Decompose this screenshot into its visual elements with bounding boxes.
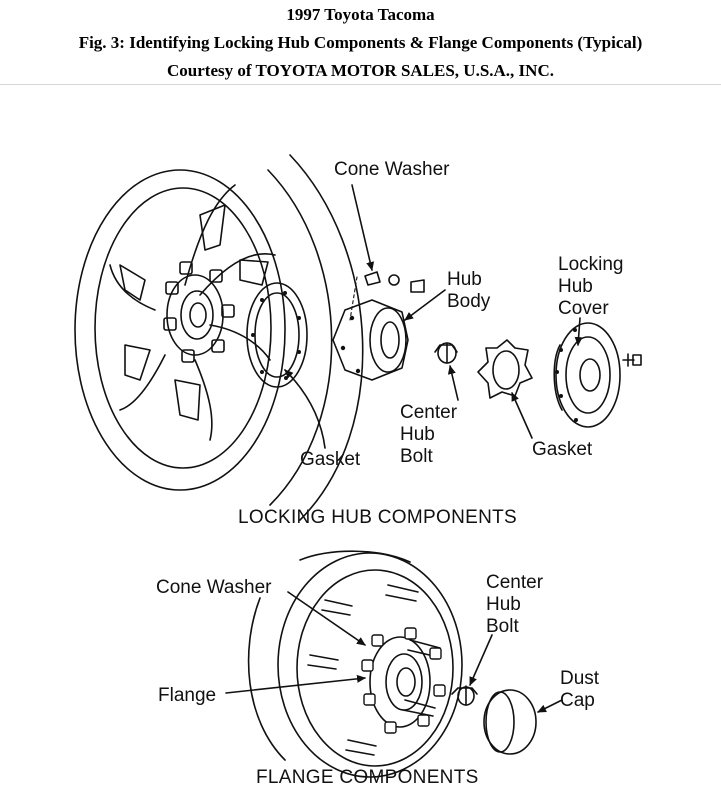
section-title-flange: FLANGE COMPONENTS bbox=[256, 767, 479, 788]
center-hub-bolt-drawing bbox=[434, 342, 458, 364]
locking-hub-cover-drawing bbox=[553, 322, 642, 428]
label-cover-line3: Cover bbox=[558, 298, 609, 319]
cover-leader bbox=[574, 317, 583, 346]
section-title-locking-hub: LOCKING HUB COMPONENTS bbox=[238, 507, 517, 528]
label-cover-line1: Locking bbox=[558, 254, 624, 275]
flange-center-bolt-drawing bbox=[451, 685, 478, 706]
figure-caption: Fig. 3: Identifying Locking Hub Componen… bbox=[78, 33, 643, 52]
dust-cap-drawing bbox=[483, 689, 537, 755]
dust-cap-leader bbox=[537, 699, 563, 713]
vehicle-title: 1997 Toyota Tacoma bbox=[286, 5, 435, 24]
label-gasket-right: Gasket bbox=[532, 439, 593, 460]
label-flange: Flange bbox=[158, 685, 216, 706]
brake-disc-drawing bbox=[247, 550, 463, 778]
hub-body-leader bbox=[404, 289, 446, 321]
label-dust-cap-line1: Dust bbox=[560, 668, 600, 689]
hub-body-drawing bbox=[332, 271, 425, 381]
flange-drawing bbox=[361, 627, 446, 734]
label-gasket-left: Gasket bbox=[300, 449, 361, 470]
figure-credit: Courtesy of TOYOTA MOTOR SALES, U.S.A., … bbox=[167, 61, 554, 80]
label-center-bolt-line1: Center bbox=[400, 402, 458, 423]
label-flange-center-bolt-line3: Bolt bbox=[486, 616, 519, 637]
label-flange-center-bolt-line1: Center bbox=[486, 572, 544, 593]
center-bolt-leader bbox=[447, 365, 459, 401]
cone-washer-leader bbox=[351, 184, 375, 271]
label-center-bolt-line3: Bolt bbox=[400, 446, 433, 467]
label-hub-body-line1: Hub bbox=[447, 269, 482, 290]
flange-cone-washer-leader bbox=[287, 591, 366, 646]
flange-center-bolt-leader bbox=[469, 634, 493, 686]
figure-header: 1997 Toyota Tacoma Fig. 3: Identifying L… bbox=[0, 0, 721, 85]
flange-leader bbox=[225, 674, 366, 694]
label-flange-center-bolt-line2: Hub bbox=[486, 594, 521, 615]
label-center-bolt-line2: Hub bbox=[400, 424, 435, 445]
gasket-left-leader bbox=[284, 369, 326, 449]
gasket-right-drawing bbox=[477, 339, 533, 399]
gasket-right-leader bbox=[511, 392, 533, 439]
label-cone-washer: Cone Washer bbox=[334, 159, 450, 180]
label-dust-cap-line2: Cap bbox=[560, 690, 595, 711]
label-hub-body-line2: Body bbox=[447, 291, 491, 312]
label-flange-cone-washer: Cone Washer bbox=[156, 577, 272, 598]
label-cover-line2: Hub bbox=[558, 276, 593, 297]
gasket-left-drawing bbox=[246, 282, 308, 388]
